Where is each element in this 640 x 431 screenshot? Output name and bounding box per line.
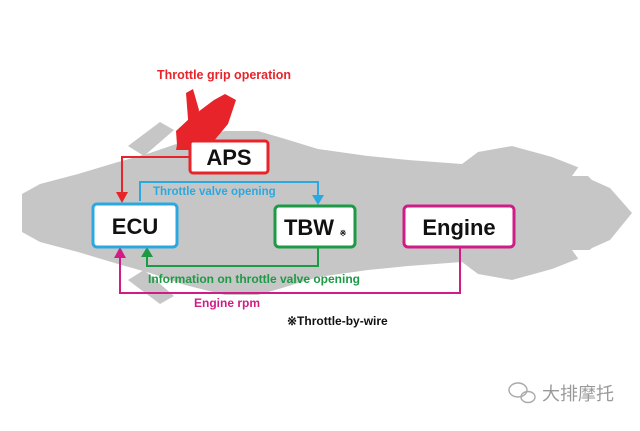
- engine-box: Engine: [402, 204, 516, 249]
- aps-label: APS: [206, 145, 251, 170]
- aps-to-ecu-arrow: [116, 156, 189, 203]
- engine-rpm-arrow: [114, 247, 461, 294]
- valve-opening-label: Throttle valve opening: [153, 186, 276, 198]
- tbw-footnote-mark: ※: [340, 229, 347, 238]
- grip-operation-label: Throttle grip operation: [157, 68, 291, 82]
- footnote: ※Throttle-by-wire: [287, 314, 388, 328]
- watermark-text: 大排摩托: [542, 384, 614, 405]
- ecu-box: ECU: [91, 202, 179, 249]
- valve-info-label: Information on throttle valve opening: [148, 272, 360, 286]
- wechat-logo-icon: [508, 382, 536, 404]
- aps-box: APS: [188, 139, 270, 175]
- tbw-label: TBW: [284, 215, 334, 240]
- valve-info-arrow: [141, 247, 319, 267]
- engine-rpm-label: Engine rpm: [194, 296, 260, 310]
- ecu-label: ECU: [112, 214, 158, 239]
- engine-label: Engine: [422, 215, 495, 240]
- tbw-box: TBW ※: [273, 204, 357, 249]
- watermark: 大排摩托: [508, 382, 614, 405]
- valve-opening-arrow: [139, 181, 324, 205]
